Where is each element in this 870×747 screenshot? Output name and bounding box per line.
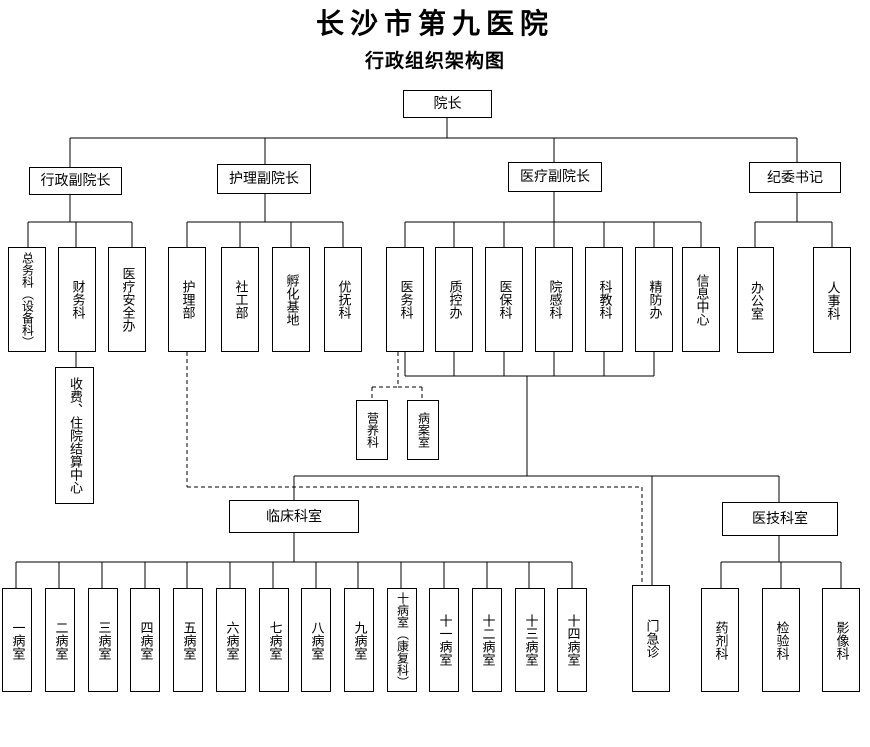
ward-9-box: 九病室 (344, 588, 374, 692)
general-affairs-box: 总务科（设备科） (8, 247, 46, 352)
ward-7-box: 七病室 (259, 588, 289, 692)
ward-3-box: 三病室 (88, 588, 118, 692)
medtech-box: 医技科室 (722, 502, 838, 536)
medical-affairs-box: 医务科 (386, 247, 424, 352)
ward-10-box: 十病室（康复科） (387, 588, 417, 692)
office-box: 办公室 (737, 247, 774, 353)
outpatient-box: 门急诊 (632, 585, 670, 692)
nursing-dept-box: 护理部 (168, 247, 206, 352)
pharmacy-box: 药剂科 (701, 588, 739, 692)
cashier-box: 收费、住院结算中心 (55, 367, 94, 504)
education-box: 科教科 (585, 247, 623, 352)
info-center-box: 信息中心 (682, 247, 720, 352)
admin-vp-box: 行政副院长 (29, 167, 122, 195)
chart-title: 长沙市第九医院 (315, 7, 554, 40)
ward-5-box: 五病室 (173, 588, 203, 692)
ward-11-box: 十一病室 (429, 588, 459, 692)
ward-4-box: 四病室 (130, 588, 160, 692)
case-room-box: 病案室 (407, 400, 439, 460)
ward-14-box: 十四病室 (557, 588, 587, 692)
nursing-vp-box: 护理副院长 (217, 164, 311, 194)
hr-box: 人事科 (813, 247, 851, 353)
ward-8-box: 八病室 (301, 588, 331, 692)
nutrition-box: 营养科 (356, 400, 388, 460)
incubation-box: 孵化基地 (272, 247, 310, 352)
chart-subtitle: 行政组织架构图 (364, 50, 505, 72)
ward-12-box: 十二病室 (472, 588, 502, 692)
quality-box: 质控办 (435, 247, 473, 352)
clinical-box: 临床科室 (229, 500, 359, 533)
lab-box: 检验科 (762, 588, 800, 692)
imaging-box: 影像科 (822, 588, 860, 692)
discipline-box: 纪委书记 (749, 162, 841, 193)
ward-13-box: 十三病室 (515, 588, 545, 692)
ward-1-box: 一病室 (2, 588, 32, 692)
mental-prevention-box: 精防办 (635, 247, 673, 352)
ward-2-box: 二病室 (45, 588, 75, 692)
insurance-box: 医保科 (485, 247, 523, 352)
finance-box: 财务科 (58, 247, 96, 352)
medical-vp-box: 医疗副院长 (508, 162, 602, 192)
safety-box: 医疗安全办 (108, 247, 146, 352)
social-work-box: 社工部 (221, 247, 259, 352)
dean-box: 院长 (403, 90, 492, 118)
special-care-box: 优抚科 (324, 247, 362, 352)
ward-6-box: 六病室 (216, 588, 246, 692)
infection-box: 院感科 (535, 247, 573, 352)
